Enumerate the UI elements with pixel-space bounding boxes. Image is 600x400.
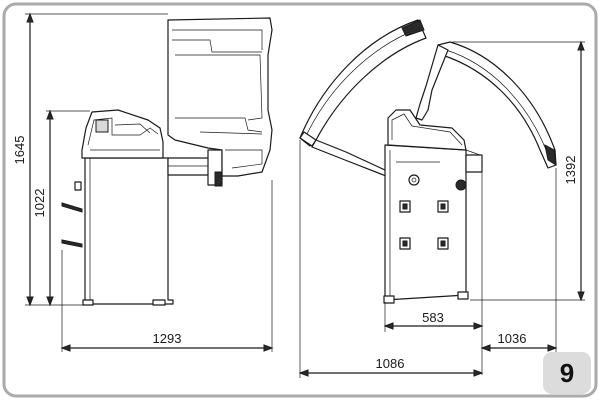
front-foot-left (383, 295, 395, 304)
front-weight-slot-3 (399, 237, 411, 250)
side-view: 1645 1022 1293 (12, 12, 274, 352)
side-foot-left (82, 299, 94, 306)
dim-front-base-width: 583 (422, 310, 444, 325)
front-side-knob (455, 179, 467, 191)
front-foot-right (457, 291, 469, 300)
front-weight-slot-1 (399, 200, 411, 213)
dim-front-hood-height: 1392 (563, 156, 578, 185)
front-top-housing (387, 109, 467, 151)
front-hood-right (437, 41, 557, 169)
side-top-tray (81, 109, 164, 159)
front-hood-left (299, 19, 427, 147)
front-view: 1392 583 1036 1086 (298, 19, 585, 378)
side-weight-peg-lower (61, 239, 83, 248)
front-shaft-knob (408, 174, 420, 186)
front-hood-arm-right (415, 44, 449, 121)
dim-side-total-width: 1293 (153, 331, 182, 346)
front-weight-slot-2 (437, 200, 449, 213)
side-shaft-cone (214, 171, 223, 187)
side-foot-right (152, 299, 166, 306)
side-weight-peg-upper (61, 202, 83, 213)
front-cabinet (384, 144, 467, 301)
front-weight-slot-4 (437, 237, 449, 250)
side-wheel-guard (167, 17, 273, 177)
dim-front-total-width: 1086 (376, 356, 405, 371)
dim-side-total-height: 1645 (12, 136, 27, 165)
dim-front-hood-right-width: 1036 (498, 331, 527, 346)
front-hood-arm-left (311, 139, 387, 177)
dim-side-body-height: 1022 (32, 189, 47, 218)
page-number-badge: 9 (543, 352, 591, 394)
side-cabinet (84, 157, 174, 305)
